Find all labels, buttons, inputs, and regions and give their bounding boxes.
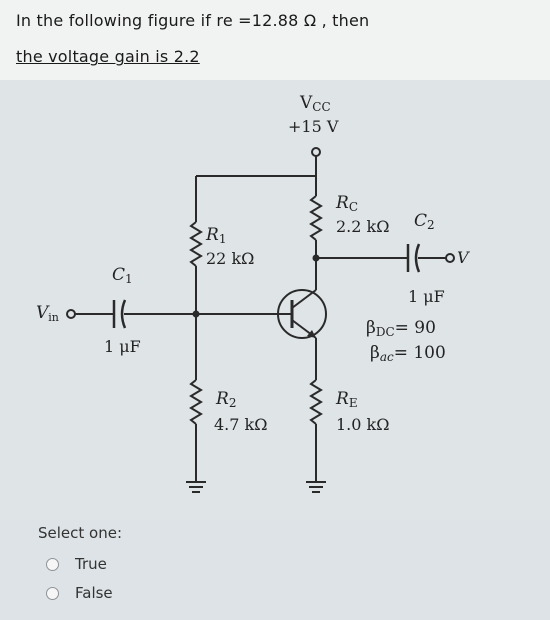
r2-value: 4.7 kΩ	[214, 415, 268, 434]
c1-capacitor	[112, 299, 127, 329]
rc-label: RC	[335, 193, 358, 214]
r1-resistor	[189, 221, 203, 267]
ground-symbol-r2	[186, 481, 206, 493]
vin-label: Vin	[36, 303, 59, 324]
ground-symbol-re	[306, 481, 326, 493]
vout-terminal	[445, 253, 455, 263]
base-junction	[192, 310, 200, 318]
c2-label: C2	[414, 211, 435, 232]
option-true[interactable]: True	[46, 554, 107, 574]
circuit-figure: VCC +15 V RC 2.2 kΩ C2 1 μF V R1 22 kΩ C…	[0, 80, 550, 520]
rc-resistor	[309, 195, 323, 241]
re-resistor	[309, 379, 323, 425]
option-false[interactable]: False	[46, 583, 113, 603]
r1-value: 22 kΩ	[206, 249, 254, 268]
option-true-label: True	[75, 555, 107, 573]
beta-dc: βDC= 90	[366, 318, 436, 339]
rc-value: 2.2 kΩ	[336, 217, 390, 236]
re-label: RE	[335, 389, 358, 410]
vcc-value: +15 V	[288, 117, 339, 136]
circuit-wires	[66, 147, 455, 482]
npn-transistor	[277, 289, 327, 339]
radio-false[interactable]	[46, 586, 59, 600]
c2-value: 1 μF	[408, 287, 445, 306]
option-false-label: False	[75, 584, 113, 602]
question-panel: In the following figure if re =12.88 Ω ,…	[0, 0, 550, 80]
vcc-label: VCC	[299, 93, 331, 114]
re-value: 1.0 kΩ	[336, 415, 390, 434]
radio-true[interactable]	[46, 557, 59, 571]
answer-area: Select one: True False	[0, 520, 550, 620]
vin-terminal	[66, 309, 76, 319]
c1-label: C1	[112, 265, 133, 286]
question-text-line1: In the following figure if re =12.88 Ω ,…	[16, 11, 370, 30]
c1-value: 1 μF	[104, 337, 141, 356]
collector-junction	[312, 254, 320, 262]
r2-resistor	[189, 379, 203, 425]
beta-ac: βac= 100	[370, 343, 446, 364]
question-text-line2: the voltage gain is 2.2	[16, 47, 200, 66]
r1-label: R1	[205, 225, 226, 246]
vout-label: V	[457, 248, 470, 267]
r2-label: R2	[215, 389, 236, 410]
vcc-terminal	[311, 147, 321, 157]
circuit-diagram: VCC +15 V RC 2.2 kΩ C2 1 μF V R1 22 kΩ C…	[36, 93, 470, 493]
c2-capacitor	[406, 243, 421, 273]
select-one-label: Select one:	[38, 524, 123, 542]
